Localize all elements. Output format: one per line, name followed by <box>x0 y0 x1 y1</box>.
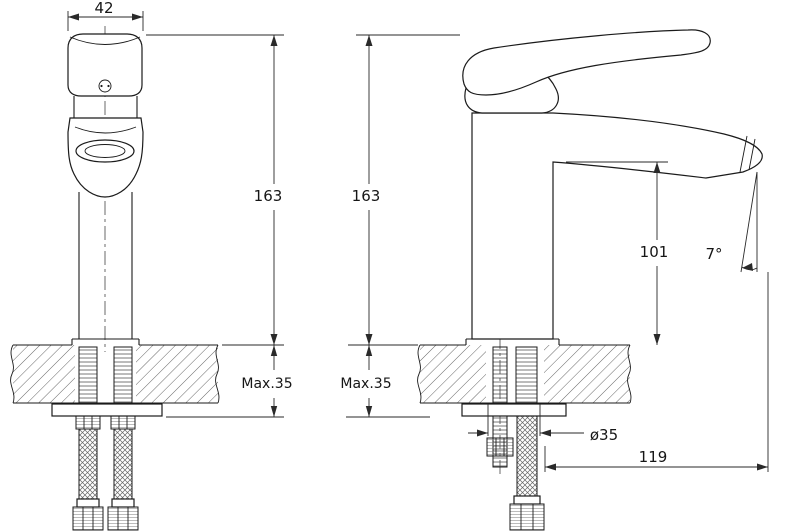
side-countertop-section <box>417 344 632 404</box>
dimension-height-front: 163 <box>146 34 284 346</box>
front-view <box>10 26 220 531</box>
dimensions: 42 163 Max.35 163 Max.35 <box>67 0 769 472</box>
break-edge <box>627 344 632 404</box>
handle-cap <box>67 33 143 97</box>
dimension-height-side: 163 <box>348 34 460 346</box>
dimension-max-front: Max.35 <box>166 345 293 418</box>
dimension-max-side: Max.35 <box>340 345 430 418</box>
base-flange <box>71 338 140 345</box>
dim-label-height-front: 163 <box>254 187 283 205</box>
dim-label-width: 42 <box>94 0 113 17</box>
handle-saddle-curve <box>69 36 141 45</box>
side-view <box>417 29 763 531</box>
dim-label-max-side: Max.35 <box>340 376 391 392</box>
hose-hex-nut <box>72 506 104 531</box>
neck <box>73 96 138 118</box>
countertop-hatch-right <box>544 345 630 403</box>
dim-label-spout-height: 101 <box>640 243 669 261</box>
body-column <box>78 192 133 339</box>
break-edge <box>215 344 220 404</box>
braided-hose <box>113 428 133 500</box>
break-edge <box>417 344 422 404</box>
side-faucet-body <box>462 29 763 345</box>
hose-hex-nut <box>107 506 139 531</box>
mounting-washer-plate <box>461 403 567 417</box>
dim-label-hole-diameter: ø35 <box>590 426 618 444</box>
dimension-width-top: 42 <box>67 0 144 31</box>
countertop-hatch-left <box>420 345 486 403</box>
dimension-spout-reach: 119 <box>544 272 769 472</box>
front-supply-hoses <box>72 415 139 531</box>
dim-label-max-front: Max.35 <box>241 376 292 392</box>
angle-construction <box>740 171 758 273</box>
aerator-inner <box>84 144 126 158</box>
dimension-spout-height: 101 <box>566 161 669 345</box>
spout-curve-line <box>74 126 137 134</box>
aerator-lines <box>739 135 756 173</box>
aerator-outer <box>75 139 135 163</box>
hose-hex-nut <box>509 503 545 531</box>
countertop-hatch-right <box>136 345 218 403</box>
braided-hose <box>78 428 98 500</box>
dimension-hole-diameter: ø35 <box>468 404 618 444</box>
handle-screw <box>98 79 112 93</box>
braided-hose <box>516 415 538 497</box>
front-countertop-section <box>10 344 220 404</box>
dim-label-height-side: 163 <box>352 187 381 205</box>
dim-label-reach: 119 <box>639 448 668 466</box>
side-supply-hose <box>509 415 545 531</box>
front-faucet-body <box>67 33 144 345</box>
handle-lever <box>462 29 711 96</box>
screw-dot <box>100 84 103 88</box>
screw-dot <box>107 84 110 88</box>
body-and-spout <box>471 112 763 340</box>
stud-nut <box>486 437 514 457</box>
break-edge <box>10 344 15 404</box>
dim-label-angle: 7° <box>705 245 722 263</box>
mounting-washer-plate <box>51 403 163 417</box>
countertop-hatch-left <box>13 345 75 403</box>
base-flange <box>465 338 560 345</box>
